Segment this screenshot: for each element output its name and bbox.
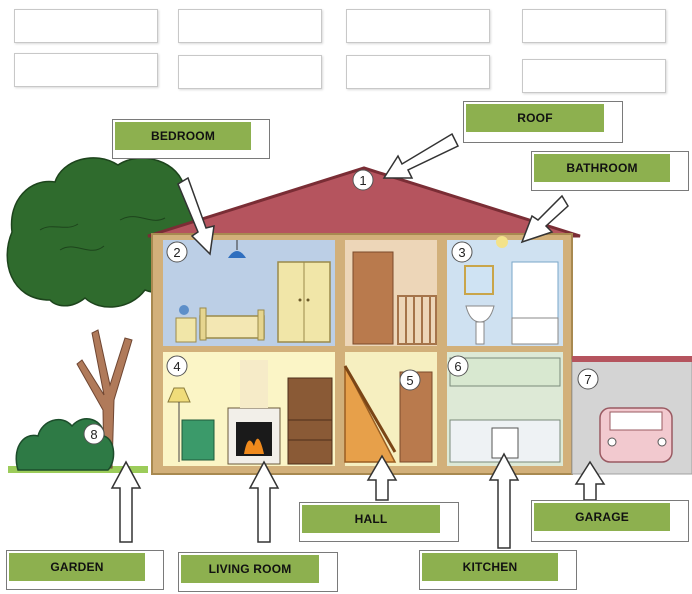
shower-tiles <box>511 261 559 319</box>
kitchen-cabinets <box>449 357 561 463</box>
marker-number-6: 6 <box>454 359 461 374</box>
railing <box>397 295 437 345</box>
label-garden[interactable]: GARDEN <box>6 550 164 590</box>
label-hall-text: HALL <box>302 505 440 533</box>
tree <box>6 157 198 469</box>
arrow-bathroom <box>520 194 569 244</box>
arrow-garage <box>574 460 606 501</box>
ceiling-lamp <box>228 240 246 258</box>
answer-blank-2[interactable] <box>178 9 322 43</box>
label-living-room[interactable]: LIVING ROOM <box>178 552 338 592</box>
answer-blank-3[interactable] <box>346 9 490 43</box>
cabinet <box>287 377 333 465</box>
label-garage[interactable]: GARAGE <box>531 500 689 542</box>
answer-blank-4[interactable] <box>522 9 666 43</box>
wardrobe <box>277 261 331 343</box>
marker-number-5: 5 <box>406 373 413 388</box>
arrow-living-room <box>248 460 280 543</box>
label-roof[interactable]: ROOF <box>463 101 623 143</box>
nightstand-lamp <box>175 305 197 343</box>
label-bedroom[interactable]: BEDROOM <box>112 119 270 159</box>
marker-number-3: 3 <box>458 245 465 260</box>
upper-door <box>352 251 394 345</box>
label-roof-text: ROOF <box>466 104 604 132</box>
label-kitchen-text: KITCHEN <box>422 553 558 581</box>
label-bathroom[interactable]: BATHROOM <box>531 151 689 191</box>
answer-blank-8[interactable] <box>522 59 666 93</box>
arrow-garden <box>110 460 142 543</box>
staircase <box>343 365 397 463</box>
arrow-kitchen <box>488 452 520 549</box>
label-hall[interactable]: HALL <box>299 502 459 542</box>
label-bedroom-text: BEDROOM <box>115 122 251 150</box>
number-markers <box>83 169 599 445</box>
answer-blank-7[interactable] <box>346 55 490 89</box>
answer-blank-1[interactable] <box>14 9 158 43</box>
garage-roof <box>572 356 692 362</box>
marker-number-7: 7 <box>584 372 591 387</box>
marker-number-2: 2 <box>173 245 180 260</box>
bathtub <box>511 317 559 345</box>
arrow-hall <box>366 454 398 501</box>
arrow-bedroom <box>177 176 215 256</box>
label-kitchen[interactable]: KITCHEN <box>419 550 577 590</box>
pointer-arrows <box>110 132 606 549</box>
car <box>599 407 673 463</box>
marker-number-8: 8 <box>90 427 97 442</box>
label-garden-text: GARDEN <box>9 553 145 581</box>
answer-blank-5[interactable] <box>14 53 158 87</box>
marker-number-4: 4 <box>173 359 180 374</box>
mirror <box>464 265 494 295</box>
answer-blank-6[interactable] <box>178 55 322 89</box>
label-living-room-text: LIVING ROOM <box>181 555 319 583</box>
bed <box>199 307 265 341</box>
label-garage-text: GARAGE <box>534 503 670 531</box>
floor-lamp <box>167 387 191 462</box>
fireplace <box>227 360 281 465</box>
marker-number-1: 1 <box>359 173 366 188</box>
armchair <box>181 419 215 461</box>
label-bathroom-text: BATHROOM <box>534 154 670 182</box>
arrow-roof <box>382 132 460 179</box>
